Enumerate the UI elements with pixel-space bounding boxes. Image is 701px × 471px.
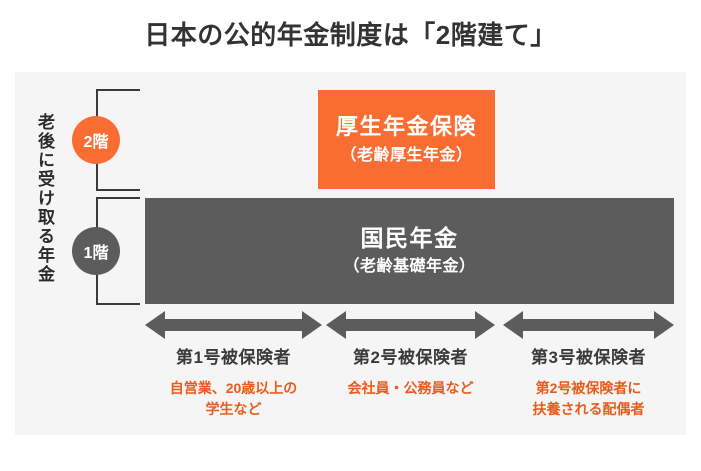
- category-title-1: 第1号被保険者: [176, 348, 291, 367]
- tier-subtitle-employees-pension: （老齢厚生年金）: [340, 146, 473, 164]
- category-description-2: 会社員・公務員など: [326, 378, 495, 399]
- span-arrow-category-2: [326, 311, 495, 339]
- tier-box-national-pension: 国民年金 （老齢基礎年金）: [145, 198, 674, 304]
- category-title-2: 第2号被保険者: [353, 348, 468, 367]
- category-column-1: 第1号被保険者 自営業、20歳以上の 学生など: [145, 346, 322, 420]
- category-description-1-line-2: 学生など: [205, 401, 262, 417]
- category-column-3: 第3号被保険者 第2号被保険者に 扶養される配偶者: [503, 346, 674, 420]
- tier-title-national-pension: 国民年金: [360, 225, 459, 251]
- page-title: 日本の公的年金制度は「2階建て」: [144, 20, 557, 50]
- category-description-2-line-1: 会社員・公務員など: [347, 380, 474, 396]
- span-arrow-category-1: [145, 311, 322, 339]
- category-title-3: 第3号被保険者: [531, 348, 646, 367]
- category-description-1-line-1: 自営業、20歳以上の: [169, 380, 298, 396]
- category-description-3-line-2: 扶養される配偶者: [532, 401, 645, 417]
- category-description-1: 自営業、20歳以上の 学生など: [145, 378, 322, 420]
- category-column-2: 第2号被保険者 会社員・公務員など: [326, 346, 495, 399]
- tier-subtitle-national-pension: （老齢基礎年金）: [343, 258, 476, 275]
- category-description-3: 第2号被保険者に 扶養される配偶者: [503, 378, 674, 420]
- side-label-pension-received-after-retirement: 老後に受け取る年金: [35, 112, 54, 284]
- tier-title-employees-pension: 厚生年金保険: [335, 113, 477, 139]
- floor-badge-1: 1階: [72, 227, 120, 275]
- span-arrow-category-3: [503, 311, 674, 339]
- floor-badge-2: 2階: [72, 116, 120, 164]
- tier-box-employees-pension: 厚生年金保険 （老齢厚生年金）: [318, 90, 495, 189]
- category-description-3-line-1: 第2号被保険者に: [535, 380, 642, 396]
